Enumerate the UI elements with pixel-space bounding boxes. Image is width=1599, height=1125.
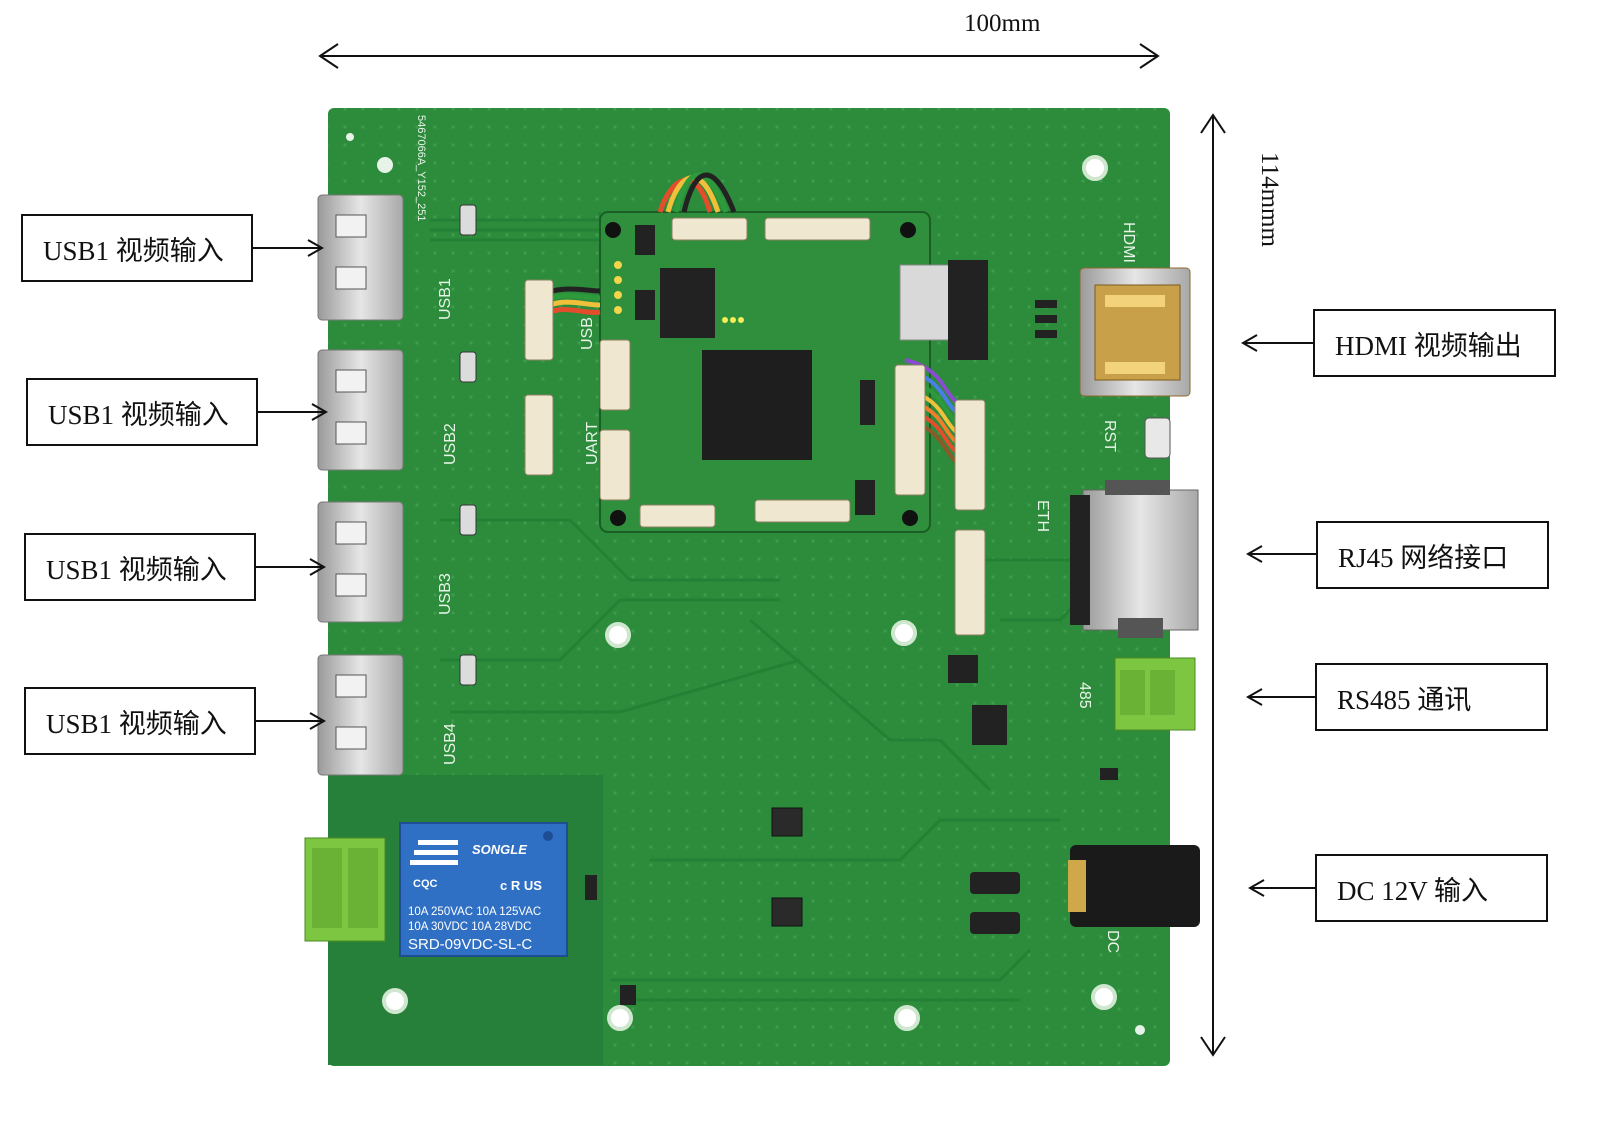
silk-uart: UART bbox=[584, 422, 601, 465]
silk-485: 485 bbox=[1076, 682, 1093, 709]
rj45-connector bbox=[1070, 480, 1199, 638]
silk-usb1: USB1 bbox=[437, 278, 454, 320]
callout-usb4: USB1 视频输入 bbox=[24, 687, 256, 755]
relay-cqc: CQC bbox=[413, 878, 438, 890]
callout-usb1: USB1 视频输入 bbox=[21, 214, 253, 282]
callout-hdmi: HDMI 视频输出 bbox=[1313, 309, 1556, 377]
width-dimension-arrow bbox=[318, 43, 1160, 69]
silk-usb4: USB4 bbox=[442, 723, 459, 765]
relay-brand: SONGLE bbox=[472, 842, 527, 857]
relay-model: SRD-09VDC-SL-C bbox=[408, 936, 532, 953]
silk-usb2: USB2 bbox=[442, 423, 459, 465]
silk-usb3: USB3 bbox=[437, 573, 454, 615]
relay: SONGLE CQC c R US 10A 250VAC 10A 125VAC … bbox=[399, 822, 568, 957]
silk-part-code: 5467066A_Y152_251 bbox=[415, 115, 427, 221]
silk-rst: RST bbox=[1101, 420, 1118, 452]
core-module bbox=[599, 211, 931, 533]
width-dimension-label: 100mm bbox=[964, 10, 1041, 37]
usb-connectors bbox=[317, 194, 404, 776]
silk-hdmi: HDMI bbox=[1120, 222, 1137, 263]
hdmi-connector bbox=[1079, 267, 1191, 397]
silk-usb-small: USB bbox=[579, 317, 596, 350]
callout-rj45: RJ45 网络接口 bbox=[1316, 521, 1549, 589]
callout-rs485: RS485 通讯 bbox=[1315, 663, 1548, 731]
callout-usb3: USB1 视频输入 bbox=[24, 533, 256, 601]
relay-ul: c R US bbox=[500, 878, 542, 893]
silk-dc: DC bbox=[1104, 930, 1121, 953]
height-dimension-arrow bbox=[1200, 113, 1226, 1057]
pcb-board: SONGLE CQC c R US 10A 250VAC 10A 125VAC … bbox=[304, 108, 1200, 1066]
callout-usb2: USB1 视频输入 bbox=[26, 378, 258, 446]
relay-rating-2: 10A 30VDC 10A 28VDC bbox=[408, 921, 531, 933]
dc-jack bbox=[1068, 845, 1200, 927]
silk-eth: ETH bbox=[1034, 500, 1051, 532]
callout-dc12v: DC 12V 输入 bbox=[1315, 854, 1548, 922]
relay-rating-1: 10A 250VAC 10A 125VAC bbox=[408, 906, 541, 918]
